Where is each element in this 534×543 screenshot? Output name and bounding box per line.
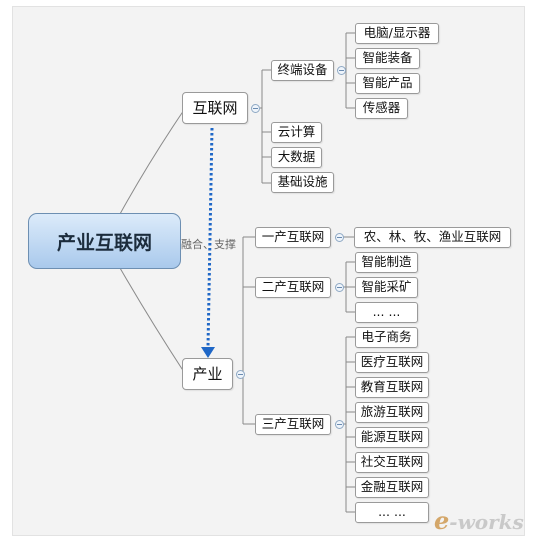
collapse-toggle-tertiary[interactable] — [335, 420, 344, 429]
leaf-smart-manufacturing[interactable]: 智能制造 — [355, 252, 418, 273]
leaf-tertiary-more[interactable]: ... ... — [355, 502, 429, 523]
node-internet[interactable]: 互联网 — [182, 92, 248, 124]
collapse-toggle-secondary[interactable] — [335, 283, 344, 292]
link-root-industry — [119, 267, 185, 373]
leaf-sensors[interactable]: 传感器 — [355, 98, 408, 119]
node-big-data[interactable]: 大数据 — [271, 147, 322, 168]
leaf-medical-internet[interactable]: 医疗互联网 — [355, 352, 429, 373]
node-terminal-devices[interactable]: 终端设备 — [271, 60, 334, 81]
leaf-ecommerce[interactable]: 电子商务 — [355, 327, 418, 348]
node-infrastructure[interactable]: 基础设施 — [271, 172, 334, 193]
collapse-toggle-terminal[interactable] — [337, 66, 346, 75]
bracket-industry — [238, 236, 255, 425]
leaf-tourism-internet[interactable]: 旅游互联网 — [355, 402, 429, 423]
eworks-watermark-logo: e-works — [434, 506, 524, 535]
leaf-smart-products[interactable]: 智能产品 — [355, 73, 420, 94]
root-node[interactable]: 产业互联网 — [28, 213, 181, 269]
mindmap-canvas — [12, 6, 525, 536]
leaf-finance-internet[interactable]: 金融互联网 — [355, 477, 429, 498]
relation-arrowhead — [201, 347, 215, 358]
node-primary-internet[interactable]: 一产互联网 — [255, 227, 331, 248]
leaf-education-internet[interactable]: 教育互联网 — [355, 377, 429, 398]
node-tertiary-internet[interactable]: 三产互联网 — [255, 414, 331, 435]
leaf-agriculture-internet[interactable]: 农、林、牧、渔业互联网 — [354, 227, 511, 248]
node-cloud-computing[interactable]: 云计算 — [271, 122, 322, 143]
node-industry[interactable]: 产业 — [182, 358, 233, 390]
leaf-smart-equipment[interactable]: 智能装备 — [355, 48, 420, 69]
relation-arrow — [206, 127, 214, 348]
leaf-social-internet[interactable]: 社交互联网 — [355, 452, 429, 473]
node-secondary-internet[interactable]: 二产互联网 — [255, 277, 331, 298]
leaf-energy-internet[interactable]: 能源互联网 — [355, 427, 429, 448]
bracket-internet — [260, 69, 271, 184]
leaf-secondary-more[interactable]: ... ... — [355, 302, 418, 323]
link-root-internet — [119, 109, 185, 215]
relation-label: 融合、支撑 — [181, 238, 236, 251]
leaf-computer-display[interactable]: 电脑/显示器 — [355, 23, 439, 44]
collapse-toggle-primary[interactable] — [335, 233, 344, 242]
collapse-toggle-industry[interactable] — [236, 370, 245, 379]
leaf-smart-mining[interactable]: 智能采矿 — [355, 277, 418, 298]
collapse-toggle-internet[interactable] — [251, 104, 260, 113]
